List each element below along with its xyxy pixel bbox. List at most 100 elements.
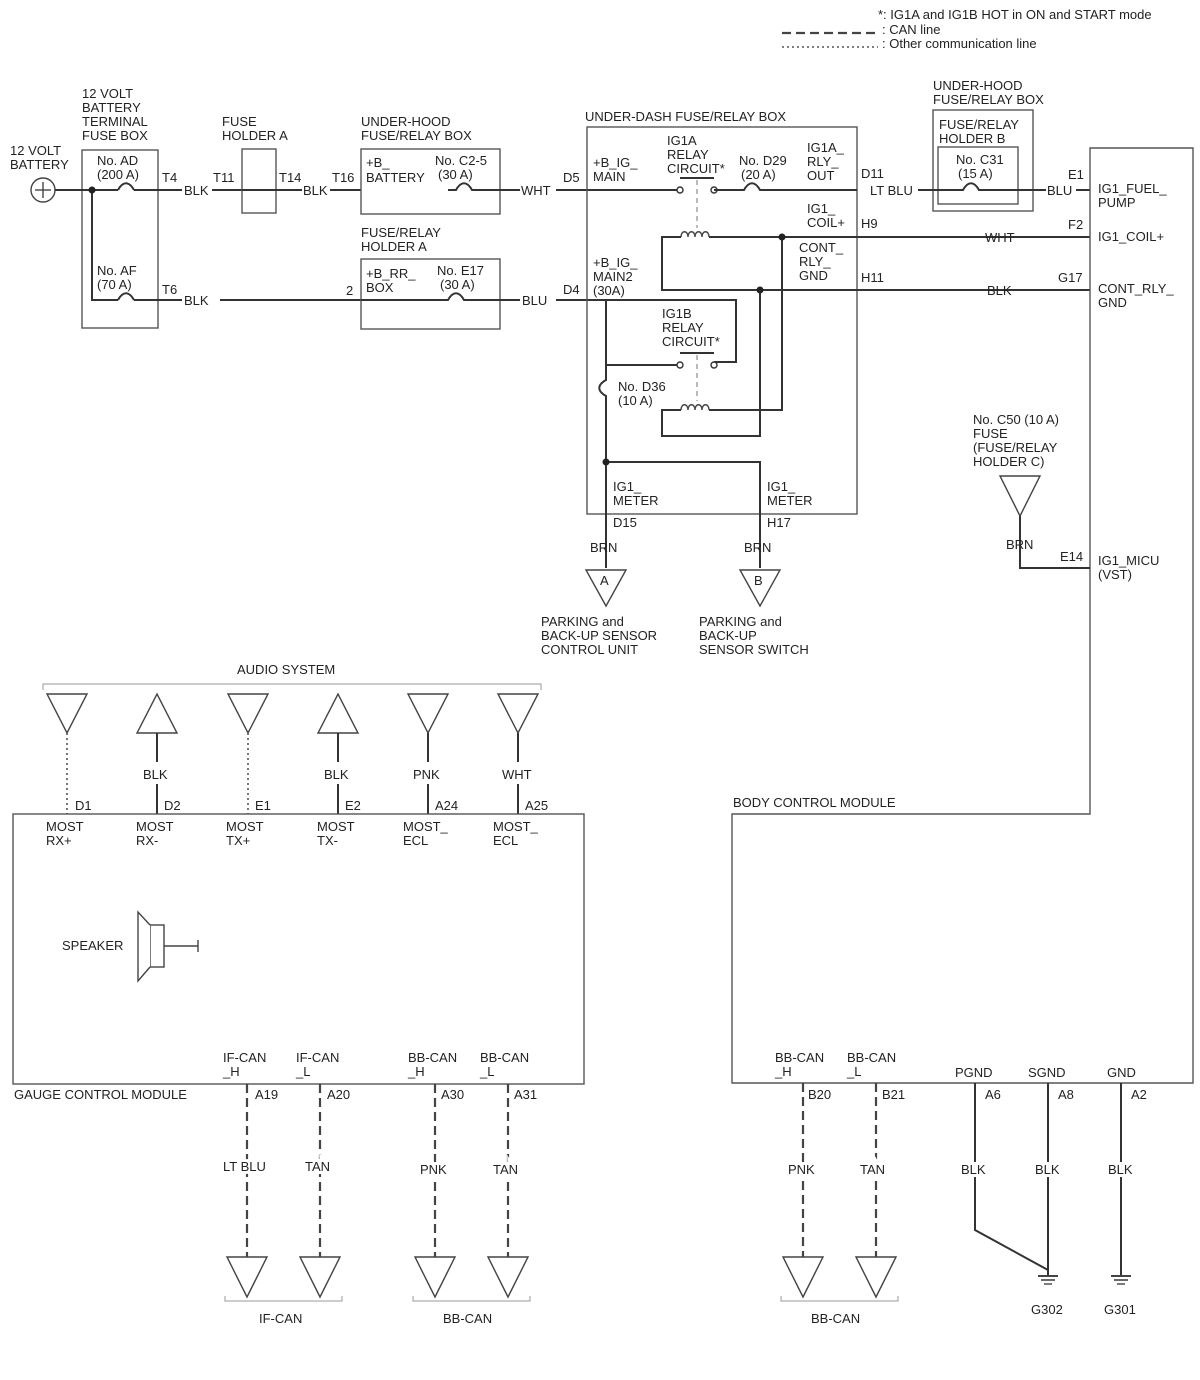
pin-f2-bcm: F2	[1068, 217, 1083, 232]
underhood-box-b-title-1: UNDER-HOOD	[933, 78, 1023, 93]
gauge-pin-d1: D1	[75, 798, 92, 813]
connector-b-desc-2: BACK-UP	[699, 628, 757, 643]
ig1-fuel-pump-label-1: IG1_FUEL_	[1098, 181, 1167, 196]
wire-lt-blu-d11: LT BLU	[870, 183, 913, 198]
audio-most-rx-minus-connector-icon	[135, 692, 179, 734]
gauge-bb-can-brace	[412, 1296, 531, 1302]
connector-a-desc-1: PARKING and	[541, 614, 624, 629]
legend: *: IG1A and IG1B HOT in ON and START mod…	[782, 7, 1152, 51]
underhood-box-title-1: UNDER-HOOD	[361, 114, 451, 129]
most-rx-minus-label-2: RX-	[136, 833, 158, 848]
wire-blk-e2: BLK	[324, 767, 349, 782]
wire-blu-e1: BLU	[1047, 183, 1072, 198]
if-can-h-label-1: IF-CAN	[223, 1050, 266, 1065]
wire-pnk-a24: PNK	[413, 767, 440, 782]
wire-pnk-a30: PNK	[420, 1162, 447, 1177]
legend-comm-line: : Other communication line	[882, 36, 1037, 51]
e14-wire	[1019, 516, 1090, 569]
ig1b-contact-right	[710, 361, 718, 369]
cont-rly-gnd-label-3: GND	[799, 268, 828, 283]
fuse-e17-icon	[361, 292, 520, 301]
pin-b20: B20	[808, 1087, 831, 1102]
most-tx-minus-label-1: MOST	[317, 819, 355, 834]
wire-wht-d5: WHT	[521, 183, 551, 198]
cont-rly-gnd-bcm-label-2: GND	[1098, 295, 1127, 310]
bcm-bb-can-l-connector-icon	[854, 1256, 898, 1299]
fuse-c50-label-3: (FUSE/RELAY	[973, 440, 1058, 455]
terminal-fuse-box-title-1: 12 VOLT	[82, 86, 133, 101]
ground-g302-icon	[1038, 1275, 1058, 1285]
audio-most-ecl-wht-connector-icon	[496, 693, 540, 735]
wire-tan-a20: TAN	[305, 1159, 330, 1174]
ig1-meter-left-label-2: METER	[613, 493, 659, 508]
if-can-h-label-2: _H	[222, 1064, 240, 1079]
fuse-c25-label-2: (30 A)	[438, 167, 473, 182]
fuse-holder-a-title-2: HOLDER A	[222, 128, 288, 143]
speaker-icon	[137, 910, 199, 983]
underdash-box-frame	[586, 126, 858, 515]
gauge-title: GAUGE CONTROL MODULE	[14, 1087, 187, 1102]
underdash-box-title: UNDER-DASH FUSE/RELAY BOX	[585, 109, 786, 124]
ig1a-relay-label-1: IG1A	[667, 133, 697, 148]
fuse-d36-icon	[598, 365, 607, 462]
pin-e1-bcm: E1	[1068, 167, 1084, 182]
pin-h9: H9	[861, 216, 878, 231]
gnd-label: GND	[1107, 1065, 1136, 1080]
most-rx-minus-label-1: MOST	[136, 819, 174, 834]
gauge-bb-can-h-label-2: _H	[407, 1064, 425, 1079]
underhood-box-title-2: FUSE/RELAY BOX	[361, 128, 472, 143]
if-can-brace	[224, 1296, 343, 1302]
pin-t14: T14	[279, 170, 301, 185]
ig1-fuel-pump-label-2: PUMP	[1098, 195, 1136, 210]
most-rx-plus-label-1: MOST	[46, 819, 84, 834]
gauge-pin-d2: D2	[164, 798, 181, 813]
underhood-box-b: UNDER-HOOD FUSE/RELAY BOX FUSE/RELAY HOL…	[932, 78, 1044, 212]
wire-brn-d15: BRN	[590, 540, 617, 555]
pin-a20: A20	[327, 1087, 350, 1102]
fuse-c25-label-1: No. C2-5	[435, 153, 487, 168]
fuse-c50-label-2: FUSE	[973, 426, 1008, 441]
ig1a-rly-out-label-3: OUT	[807, 168, 835, 183]
terminal-fuse-box-title-3: TERMINAL	[82, 114, 148, 129]
gauge-bb-can-h-connector-icon	[413, 1256, 457, 1299]
wire-wht-a25: WHT	[502, 767, 532, 782]
fuse-e17-label-1: No. E17	[437, 263, 484, 278]
pin-a6: A6	[985, 1087, 1001, 1102]
connector-a-icon	[584, 569, 628, 608]
d4-wire	[556, 299, 737, 363]
if-can-h-connector-icon	[225, 1256, 269, 1299]
ig1b-relay-label-1: IG1B	[662, 306, 692, 321]
pin-a2: A2	[1131, 1087, 1147, 1102]
pin-d11: D11	[861, 166, 884, 181]
fuse-c50: No. C50 (10 A) FUSE (FUSE/RELAY HOLDER C…	[973, 412, 1059, 518]
holder-b-label-1: FUSE/RELAY	[939, 117, 1019, 132]
wire-blu-d4: BLU	[522, 293, 547, 308]
bcm-bb-can-group-label: BB-CAN	[811, 1311, 860, 1326]
fuse-ad-label-2: (200 A)	[97, 167, 139, 182]
ig1b-relay-label-3: CIRCUIT*	[662, 334, 720, 349]
connector-b-desc-1: PARKING and	[699, 614, 782, 629]
pin-t16: T16	[332, 170, 354, 185]
connector-a-desc-3: CONTROL UNIT	[541, 642, 638, 657]
ig1-meter-right-label-1: IG1_	[767, 479, 796, 494]
wire-tan-b21: TAN	[860, 1162, 885, 1177]
connector-a-desc-2: BACK-UP SENSOR	[541, 628, 657, 643]
pin-d15: D15	[613, 515, 637, 530]
meter-splice-dot	[602, 458, 610, 466]
sgnd-label: SGND	[1028, 1065, 1066, 1080]
fuse-relay-holder-b-frame	[937, 146, 1019, 205]
cont-rly-gnd-label-2: RLY_	[799, 254, 831, 269]
fuse-c50-label-4: HOLDER C)	[973, 454, 1045, 469]
ig1a-relay-label-2: RELAY	[667, 147, 709, 162]
ig1a-relay	[676, 177, 718, 238]
bcm-title: BODY CONTROL MODULE	[733, 795, 896, 810]
fuse-af-label-2: (70 A)	[97, 277, 132, 292]
battery-label-1: 12 VOLT	[10, 143, 61, 158]
connector-a-label: A	[600, 573, 609, 588]
ig1a-relay-coil-icon	[680, 231, 710, 238]
fuse-e17-label-2: (30 A)	[440, 277, 475, 292]
gauge-bb-can-l-label-1: BB-CAN	[480, 1050, 529, 1065]
underhood-box-b-title-2: FUSE/RELAY BOX	[933, 92, 1044, 107]
fuse-d29-label-2: (20 A)	[741, 167, 776, 182]
fuse-d29-label-1: No. D29	[739, 153, 787, 168]
